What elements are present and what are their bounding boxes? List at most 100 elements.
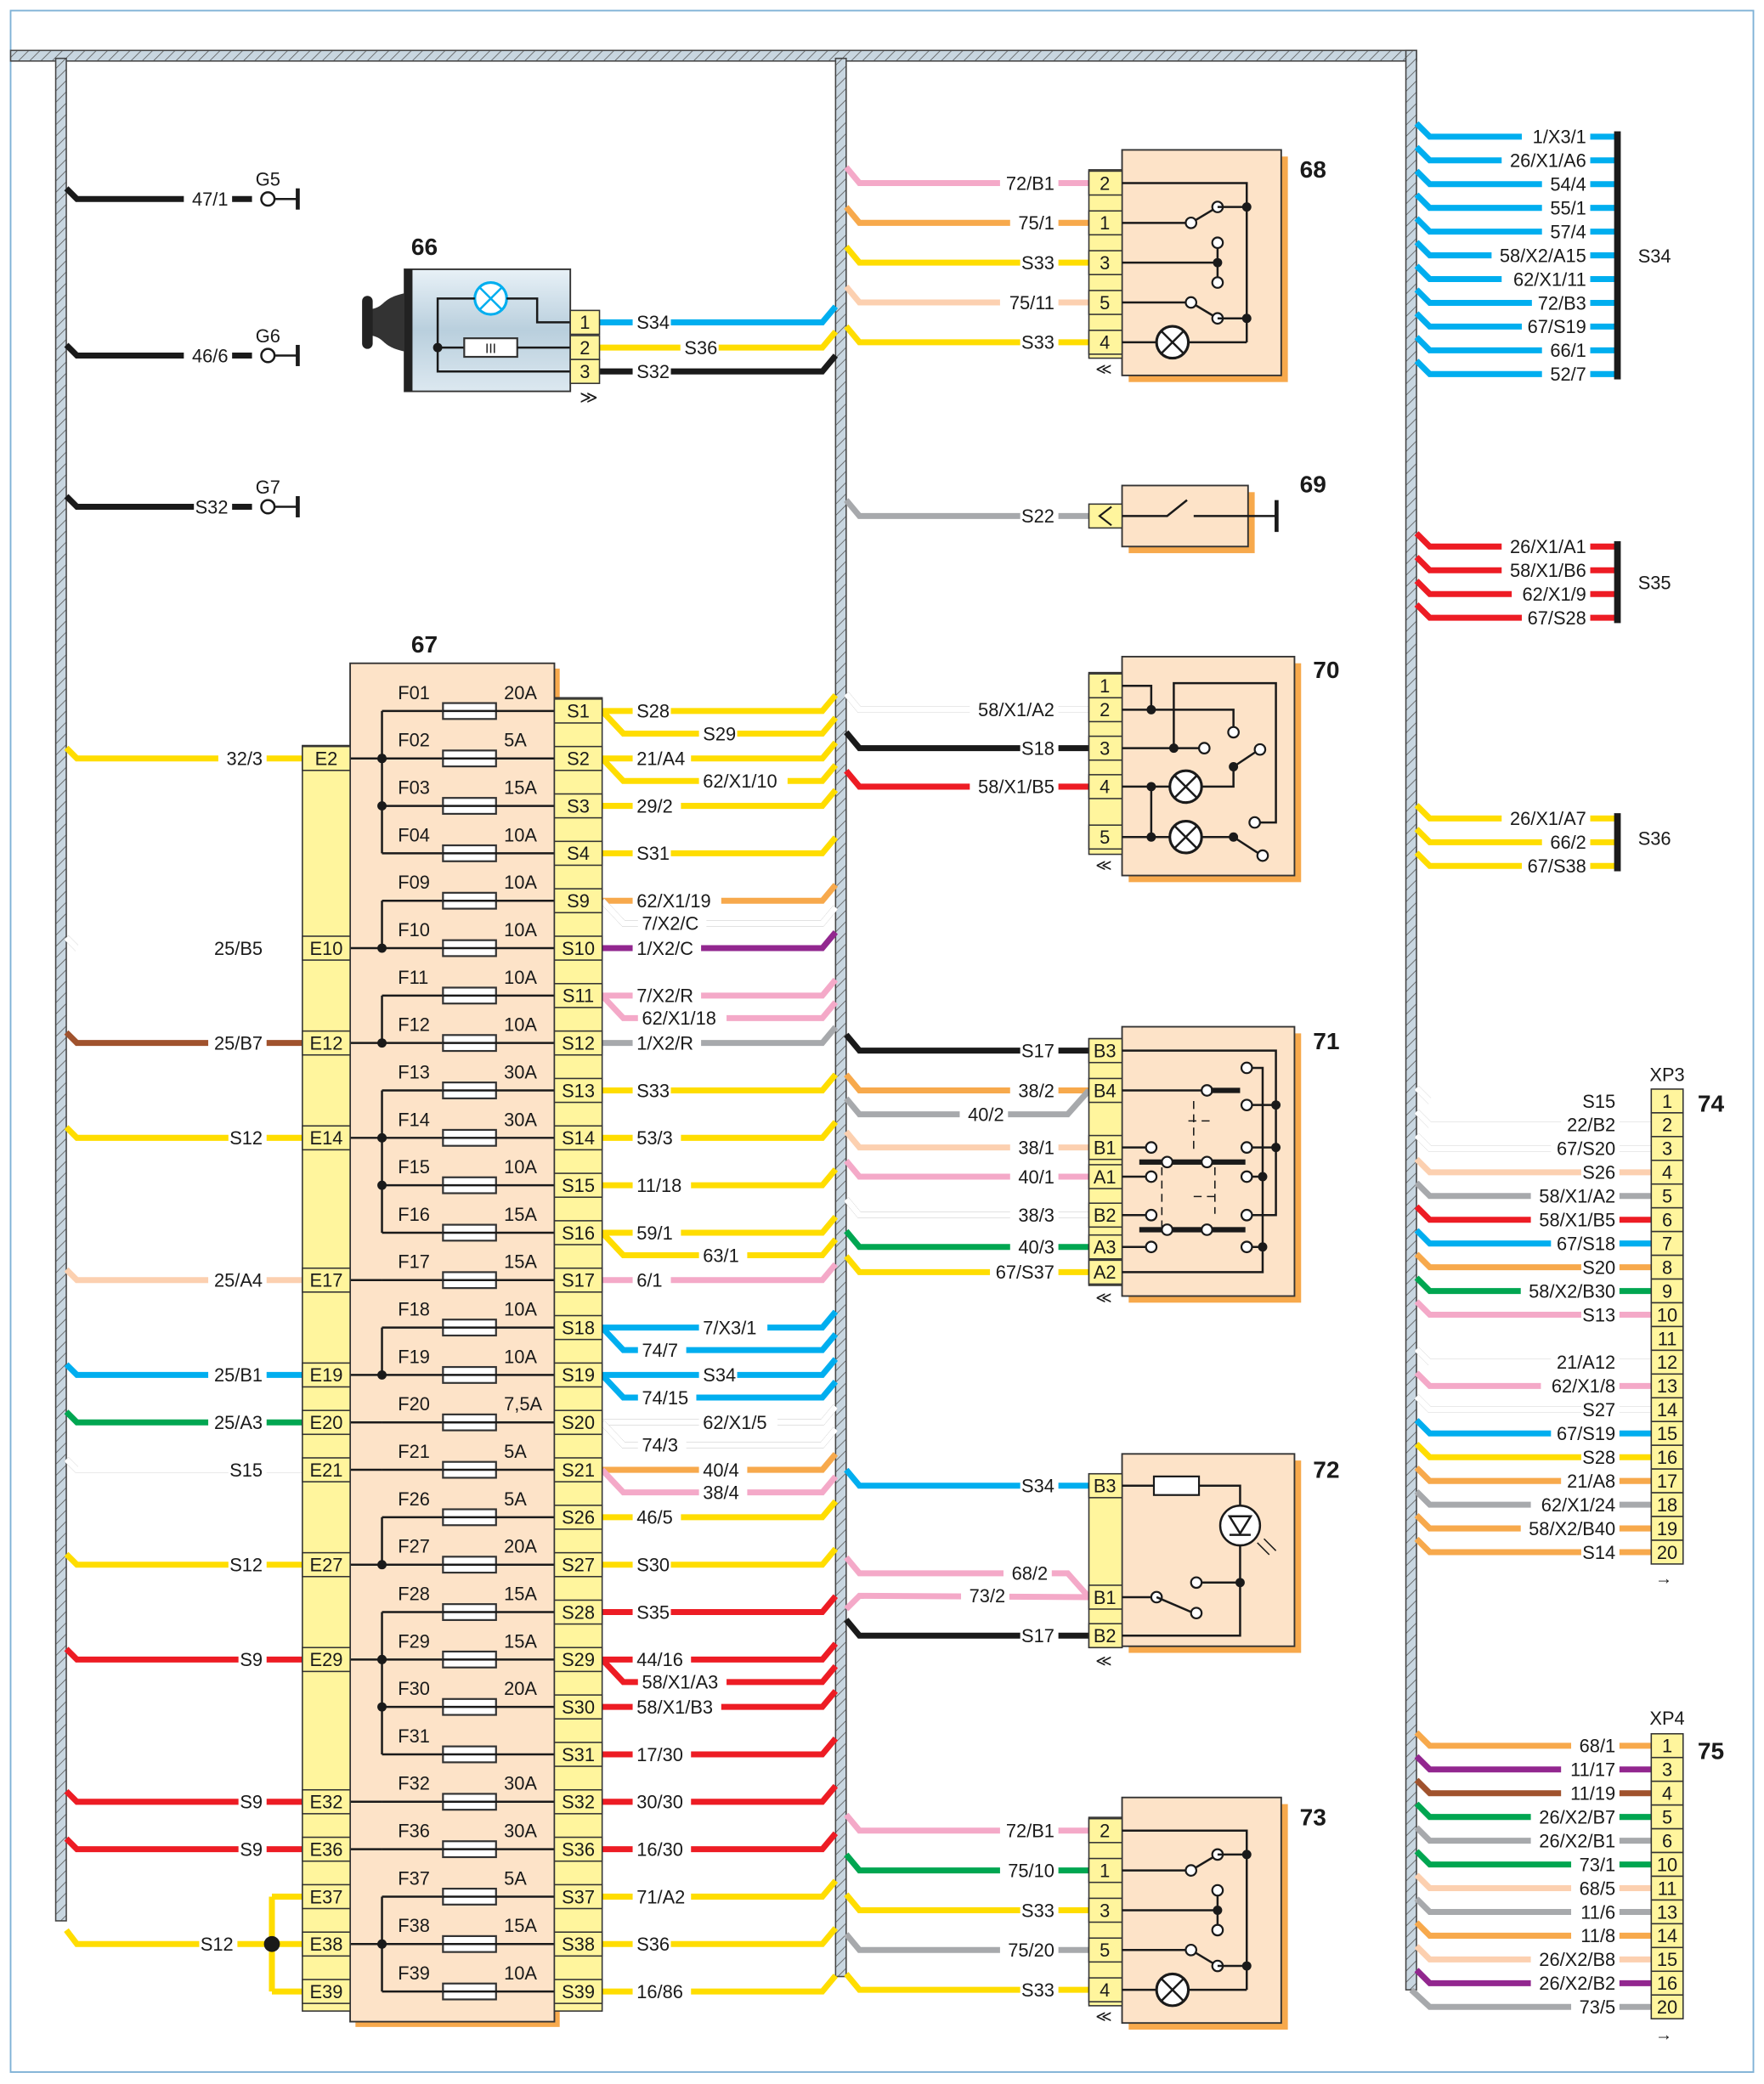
pin-box (1650, 1088, 1684, 1114)
pin-box (1650, 1875, 1684, 1901)
diode-symbol (1227, 1515, 1253, 1536)
pin-number: 17 (1657, 1471, 1677, 1492)
pin-number: 3 (1662, 1138, 1672, 1160)
wire-label-bg (1541, 1375, 1620, 1397)
input-pin: E17 (310, 1270, 343, 1291)
wire-label: 44/16 (636, 1649, 683, 1670)
output-pin-box (553, 1505, 603, 1530)
wire-label-bg (632, 1933, 671, 1955)
c66-line (436, 347, 571, 373)
output-pin-box (553, 1551, 603, 1578)
wire-label: 74/7 (642, 1340, 678, 1361)
fuse-rating: 20A (504, 1536, 537, 1557)
wire-label: 57/4 (1550, 221, 1586, 242)
wire-label-bg (1541, 173, 1591, 195)
fuse-id: F20 (398, 1393, 430, 1415)
pin-box (1650, 1827, 1684, 1854)
output-pin-box (553, 1314, 603, 1341)
wire-out-S17 (602, 1262, 839, 1284)
splice-name: S35 (1638, 572, 1671, 593)
wire-label-bg (637, 1007, 727, 1029)
output-pin-box (553, 1931, 603, 1957)
ground-wire-label: 47/1 (192, 189, 229, 210)
contact (1211, 1884, 1224, 1897)
contact (1190, 1576, 1203, 1590)
wire-label-bg (1521, 126, 1591, 148)
component-number: 72 (1313, 1456, 1339, 1483)
wire-70-3 (844, 730, 1089, 752)
connector-arrow-icon: ≫ (580, 389, 597, 408)
wire-label-bg (632, 311, 671, 333)
output-pin: S26 (562, 1507, 595, 1528)
wire-label: 7/X3/1 (703, 1317, 756, 1338)
output-pin-box (553, 1694, 603, 1720)
wire-label: 16/30 (636, 1838, 683, 1860)
junction-dot (1241, 313, 1252, 324)
wire-label: 11/18 (636, 1175, 681, 1196)
circuit-line (1122, 182, 1248, 342)
wire-67-E36 (64, 1836, 302, 1853)
pin-box (1650, 1780, 1684, 1806)
pin-box (1650, 1206, 1684, 1233)
wire-out-S4 (602, 835, 839, 856)
connector-pin: 3 (580, 361, 590, 382)
wire-67-E2 (64, 745, 302, 762)
wire-label: S27 (1582, 1399, 1615, 1420)
wire-67-E19 (64, 1362, 302, 1378)
wire-label: 73/2 (970, 1585, 1006, 1607)
wire-label-bg (632, 1222, 681, 1244)
wire-label: S34 (1021, 1476, 1054, 1497)
ground-id: G7 (256, 477, 280, 498)
wire-label: S32 (636, 361, 670, 382)
input-pin-box (302, 1646, 351, 1673)
contact (1253, 743, 1267, 756)
lamp-icon-cross (478, 286, 503, 311)
input-pin: E37 (310, 1886, 343, 1907)
wire-label: 58/X1/A3 (642, 1672, 718, 1693)
wire-label-bg (208, 1364, 267, 1386)
fuse-id: F04 (398, 824, 430, 845)
fuse-rating: 10A (504, 824, 537, 845)
component-number: 68 (1300, 156, 1326, 183)
output-pin-box (553, 840, 603, 867)
contact (1240, 1170, 1253, 1183)
wire-label: 52/7 (1550, 364, 1586, 385)
pin-number: 3 (1100, 252, 1110, 274)
pin-box (1650, 1516, 1684, 1541)
pin-box (1088, 1977, 1123, 2002)
wire-label: S33 (1021, 1980, 1054, 2001)
input-pin-box (302, 1125, 351, 1151)
wire-label: 67/S19 (1528, 316, 1586, 337)
wire-label: 58/X1/B5 (1539, 1210, 1615, 1231)
pin-number: 1 (1100, 675, 1110, 697)
wire-label: 73/5 (1580, 1996, 1616, 2018)
wire-label-bg (637, 1339, 687, 1361)
wire-label-bg (632, 1554, 671, 1576)
wire-label: 72/B1 (1006, 172, 1054, 194)
pin-number: 5 (1100, 1940, 1110, 1961)
connector-name: XP3 (1649, 1065, 1684, 1086)
pin-number: 1 (1100, 212, 1110, 234)
input-pin-box (302, 1979, 351, 2004)
wire-label-bg (961, 1584, 1009, 1607)
pin-number: 4 (1100, 777, 1110, 798)
wire-label: 66/2 (1550, 832, 1586, 853)
pin-number: 4 (1100, 1980, 1110, 2001)
wire-label-bg (1530, 1494, 1620, 1516)
output-pin: S16 (562, 1223, 595, 1244)
wire-label-bg (1020, 1979, 1059, 2001)
input-pin: E10 (310, 938, 343, 959)
output-pin: S2 (567, 748, 590, 770)
wire-67-E32 (64, 1788, 302, 1805)
pin-number: 11 (1658, 1878, 1677, 1899)
pin-number: B1 (1094, 1587, 1117, 1608)
splice-bar (1614, 541, 1621, 624)
pin-number: 5 (1662, 1186, 1672, 1207)
knob-cap (362, 296, 373, 349)
wire-label-bg (1571, 1924, 1620, 1946)
switch-blade (1156, 1595, 1195, 1614)
wire-label: 62/X1/9 (1523, 584, 1586, 605)
output-pin: S39 (562, 1981, 595, 2002)
pin-box (1650, 1254, 1684, 1280)
pin-number: 8 (1662, 1257, 1672, 1278)
